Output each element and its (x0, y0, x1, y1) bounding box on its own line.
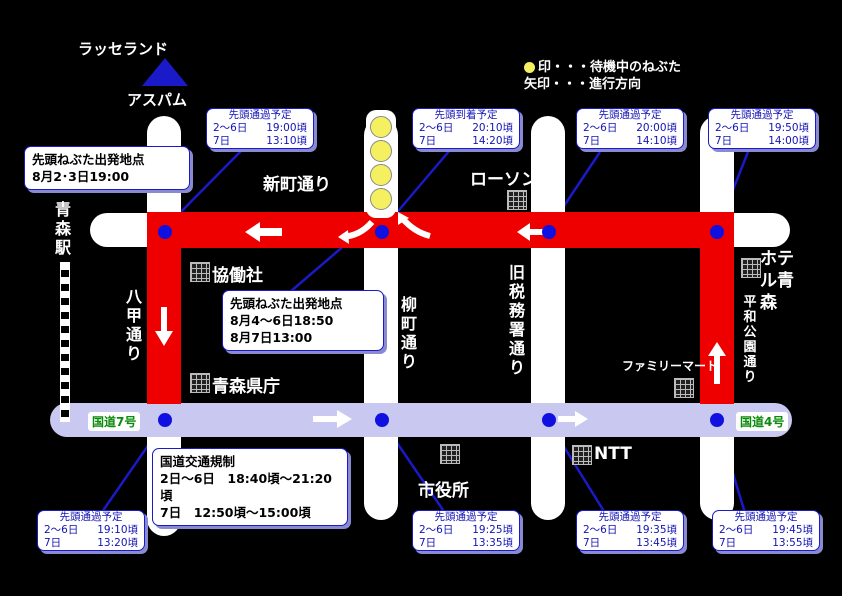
legend-arrow-text: 矢印・・・進行方向 (524, 77, 642, 92)
building-icon (190, 373, 210, 393)
railway-line (60, 262, 70, 422)
waiting-signal-icon (370, 116, 392, 138)
waiting-nebuta-dot (375, 225, 389, 239)
building-icon (507, 190, 527, 210)
arrow-left-shinmachi-east (517, 223, 549, 241)
arrow-right-ntt (558, 411, 588, 427)
road-label-kyuzeimusho: 旧税務署通り (508, 263, 525, 377)
waiting-signal-icon (370, 140, 392, 162)
road-label-heiwakoen: 平和公園通り (743, 295, 757, 385)
callout-start-aug4-7: 先頭ねぶた出発地点 8月4～6日18:50 8月7日13:00 (222, 290, 384, 351)
landmark-shiyakusho: 市役所 (418, 481, 469, 501)
landmark-lawson: ローソン (470, 170, 538, 190)
arrow-right-route7 (313, 410, 352, 428)
building-icon (190, 262, 210, 282)
arrow-left-shinmachi (245, 222, 282, 242)
landmark-hotel: ホテル青森 (760, 249, 794, 313)
landmark-familymart: ファミリーマート (622, 359, 719, 373)
building-icon (741, 258, 761, 278)
road-label-route7: 国道7号 (88, 412, 141, 431)
building-icon (440, 444, 460, 464)
road-label-shinmachi: 新町通り (263, 175, 331, 195)
landmark-lasseland: ラッセランド (78, 40, 169, 58)
waiting-nebuta-dot (710, 225, 724, 239)
waiting-nebuta-dot (542, 225, 556, 239)
waiting-nebuta-dot (158, 225, 172, 239)
building-icon (674, 378, 694, 398)
road-national (50, 403, 792, 437)
landmark-kyodosha: 協働社 (212, 266, 263, 286)
road-label-hakko: 八甲通り (125, 287, 142, 363)
waiting-nebuta-dot (542, 413, 556, 427)
parade-route-top (147, 212, 734, 248)
waiting-nebuta-dot (158, 413, 172, 427)
road-kyuzeimusho (531, 116, 565, 520)
legend-dot-icon (524, 62, 535, 73)
landmark-ntt: NTT (594, 444, 632, 464)
landmark-aspam: アスパム (127, 91, 188, 109)
building-icon (572, 445, 592, 465)
arrow-up-heiwakoen (708, 342, 726, 384)
waiting-signal-icon (370, 164, 392, 186)
callout-start-aug2-3: 先頭ねぶた出発地点 8月2･3日19:00 (24, 146, 190, 190)
waiting-nebuta-dot (710, 413, 724, 427)
landmark-aomori-station: 青森駅 (54, 200, 71, 257)
road-label-yanagimachi: 柳町通り (400, 295, 417, 371)
arrow-down-hakko (155, 307, 173, 346)
aspam-triangle-icon (142, 58, 188, 86)
legend-dot-text: 印・・・待機中のねぶた (538, 60, 682, 75)
waiting-signal-icon (370, 188, 392, 210)
callout-traffic-regulation: 国道交通規制 2日～6日 18:40頃～21:20頃 7日 12:50頃～15:… (152, 448, 348, 526)
road-label-route4: 国道4号 (736, 412, 789, 431)
arrow-curve-right (399, 216, 431, 239)
waiting-nebuta-dot (375, 413, 389, 427)
landmark-kencho: 青森県庁 (212, 377, 280, 397)
